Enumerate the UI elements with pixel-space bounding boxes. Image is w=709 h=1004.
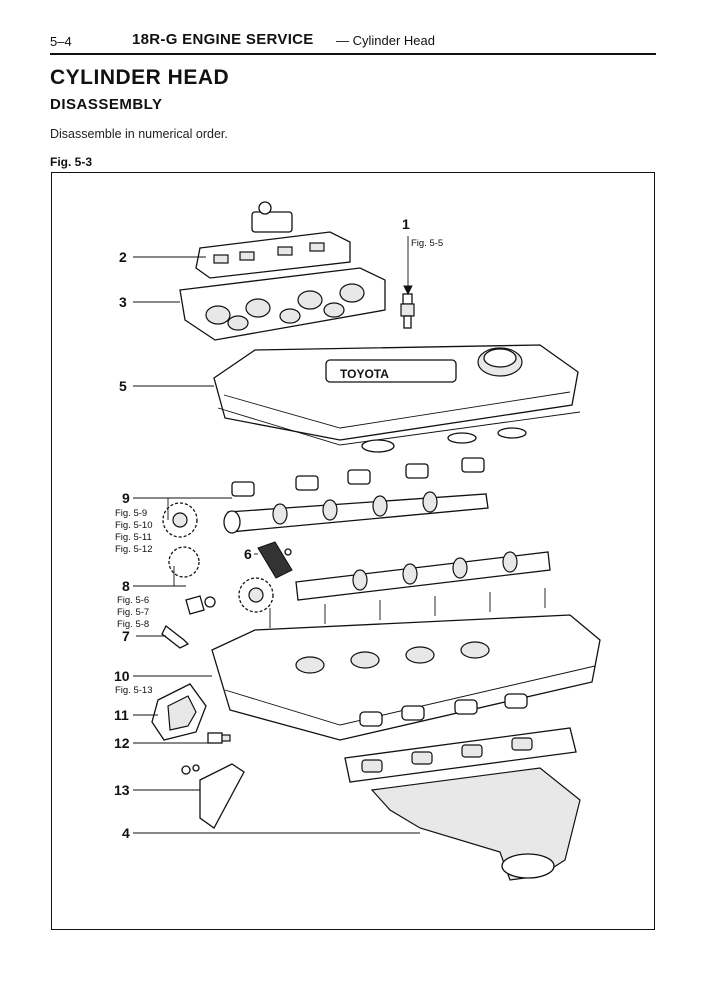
header-rule (50, 53, 656, 55)
callout-1: 1 (402, 216, 410, 232)
callout-4: 4 (122, 825, 130, 841)
callout-11: 11 (114, 707, 129, 723)
exhaust-manifold-gasket-drawing (344, 727, 577, 783)
callout-5: 5 (119, 378, 127, 394)
leader-lines (133, 236, 420, 834)
plug-drawing (207, 732, 231, 744)
callout-6: 6 (244, 546, 252, 562)
stud-bolt-drawing (161, 625, 190, 649)
head-cover-drawing: TOYOTA (213, 344, 581, 453)
exhaust-manifold-drawing (370, 767, 581, 881)
intro-text: Disassemble in numerical order. (50, 127, 228, 141)
callout-13: 13 (114, 782, 130, 798)
callout-12: 12 (114, 735, 130, 751)
spark-plug-drawing (400, 293, 415, 329)
callout-7: 7 (122, 628, 130, 644)
figure-label: Fig. 5-3 (50, 155, 93, 169)
section-heading: DISASSEMBLY (50, 96, 163, 113)
callout-2: 2 (119, 249, 127, 265)
callout-8-ref-2: Fig. 5-7 (117, 607, 149, 618)
intake-camshaft-drawing (185, 551, 551, 615)
camshaft-bearing-caps-drawing (231, 457, 485, 497)
callout-8: 8 (122, 578, 130, 594)
section-title: 18R-G ENGINE SERVICE (132, 31, 314, 48)
callout-8-ref-3: Fig. 5-8 (117, 619, 149, 630)
camshaft-sprocket-upper-drawing (162, 502, 200, 578)
callout-9-ref-2: Fig. 5-10 (115, 520, 153, 531)
bracket-drawing (181, 763, 245, 829)
section-subtitle: — Cylinder Head (336, 33, 435, 48)
callout-9-ref-3: Fig. 5-11 (115, 532, 152, 543)
cover-emblem: TOYOTA (340, 367, 389, 381)
callout-8-ref-1: Fig. 5-6 (117, 595, 149, 606)
callout-9: 9 (122, 490, 130, 506)
callout-9-ref-4: Fig. 5-12 (115, 544, 153, 555)
figure-frame (51, 172, 655, 930)
exhaust-camshaft-drawing (223, 491, 489, 534)
page-title: CYLINDER HEAD (50, 66, 230, 89)
callout-10: 10 (114, 668, 130, 684)
intake-manifold-drawing (195, 201, 351, 279)
end-cover-plate-drawing (151, 683, 207, 741)
callout-9-ref-1: Fig. 5-9 (115, 508, 147, 519)
page-number: 5–4 (50, 34, 72, 49)
callout-3: 3 (119, 294, 127, 310)
intake-connector-drawing (179, 267, 386, 341)
page-header: 5–4 18R-G ENGINE SERVICE — Cylinder Head (50, 30, 656, 54)
callout-10-ref: Fig. 5-13 (115, 685, 153, 696)
retainer-drawing (257, 541, 293, 579)
callout-1-ref: Fig. 5-5 (411, 238, 443, 249)
cylinder-head-drawing (211, 588, 601, 741)
